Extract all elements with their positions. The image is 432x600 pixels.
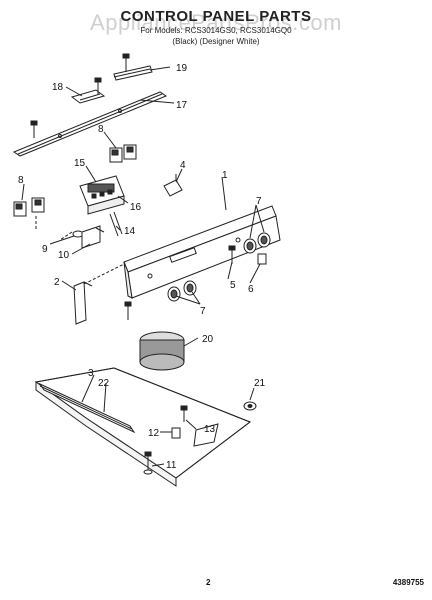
screw-top — [122, 53, 130, 72]
screw-lower — [124, 301, 132, 320]
part-3-base-panel — [34, 367, 252, 487]
callout-10: 10 — [58, 250, 70, 261]
callout-15: 18 — [52, 82, 64, 93]
callout-13: 14 — [124, 226, 136, 237]
part-6-knob — [257, 253, 267, 265]
callout-14: 17 — [176, 100, 188, 111]
part-2-side-bracket — [73, 281, 93, 325]
callout-1: 1 — [222, 170, 228, 181]
callout-17: 20 — [202, 334, 214, 345]
part-19-screw — [180, 405, 188, 422]
part-21-grommet — [243, 401, 257, 411]
part-10-bracket — [81, 225, 105, 249]
callout-6: 6 — [248, 284, 254, 295]
base-cutout — [193, 423, 219, 447]
part-13-clip — [109, 211, 123, 237]
callout-11: 15 — [74, 158, 86, 169]
part-22-trim-strip — [38, 382, 136, 434]
leader-lines — [21, 66, 265, 467]
callout-8-lower: 8 — [18, 175, 24, 186]
part-8-switches-lower — [13, 197, 45, 217]
page-title: CONTROL PANEL PARTS — [120, 8, 312, 25]
callout-8-upper: 8 — [98, 124, 104, 135]
page-number: 2 — [206, 578, 211, 587]
callout-9: 9 — [42, 244, 48, 255]
part-15-plate — [70, 89, 106, 104]
part-14-rail — [12, 91, 168, 157]
part-18-clip — [171, 427, 181, 439]
callout-3: 3 — [88, 368, 94, 379]
screw-top-2 — [94, 77, 102, 94]
part-4-insulator — [163, 174, 183, 197]
screw-left — [30, 120, 38, 138]
callout-12: 16 — [130, 202, 142, 213]
callout-4: 4 — [180, 160, 186, 171]
part-20-screw — [143, 451, 153, 475]
document-part-number: 4389755 — [392, 578, 424, 587]
callout-7-lower: 7 — [200, 306, 206, 317]
callout-16: 19 — [176, 63, 188, 74]
callout-labels: 19 18 17 8 15 16 4 1 8 9 10 14 2 5 6 7 7… — [18, 63, 266, 471]
callout-22: 22 — [98, 378, 110, 389]
guide-lines — [35, 216, 125, 285]
model-line: For Models: RCS3014GS0, RCS3014GQ0 — [140, 26, 292, 35]
part-7-knobs — [167, 232, 271, 302]
part-11-electronic-control — [79, 175, 125, 215]
callout-20: 11 — [166, 460, 177, 471]
part-8-switches-upper — [109, 144, 137, 163]
part-17-cylinder — [139, 331, 185, 371]
callout-19: 13 — [204, 424, 216, 435]
part-1-control-panel — [123, 205, 281, 299]
part-16-bracket — [113, 65, 153, 81]
variant-line: (Black) (Designer White) — [172, 37, 260, 46]
callout-2: 2 — [54, 277, 60, 288]
part-5-screw — [228, 245, 236, 264]
watermark-text: AppliancePartsPros.com — [90, 10, 342, 35]
callout-21: 21 — [254, 378, 266, 389]
callout-7-right: 7 — [256, 196, 262, 207]
callout-5: 5 — [230, 280, 236, 291]
callout-18: 12 — [148, 428, 160, 439]
